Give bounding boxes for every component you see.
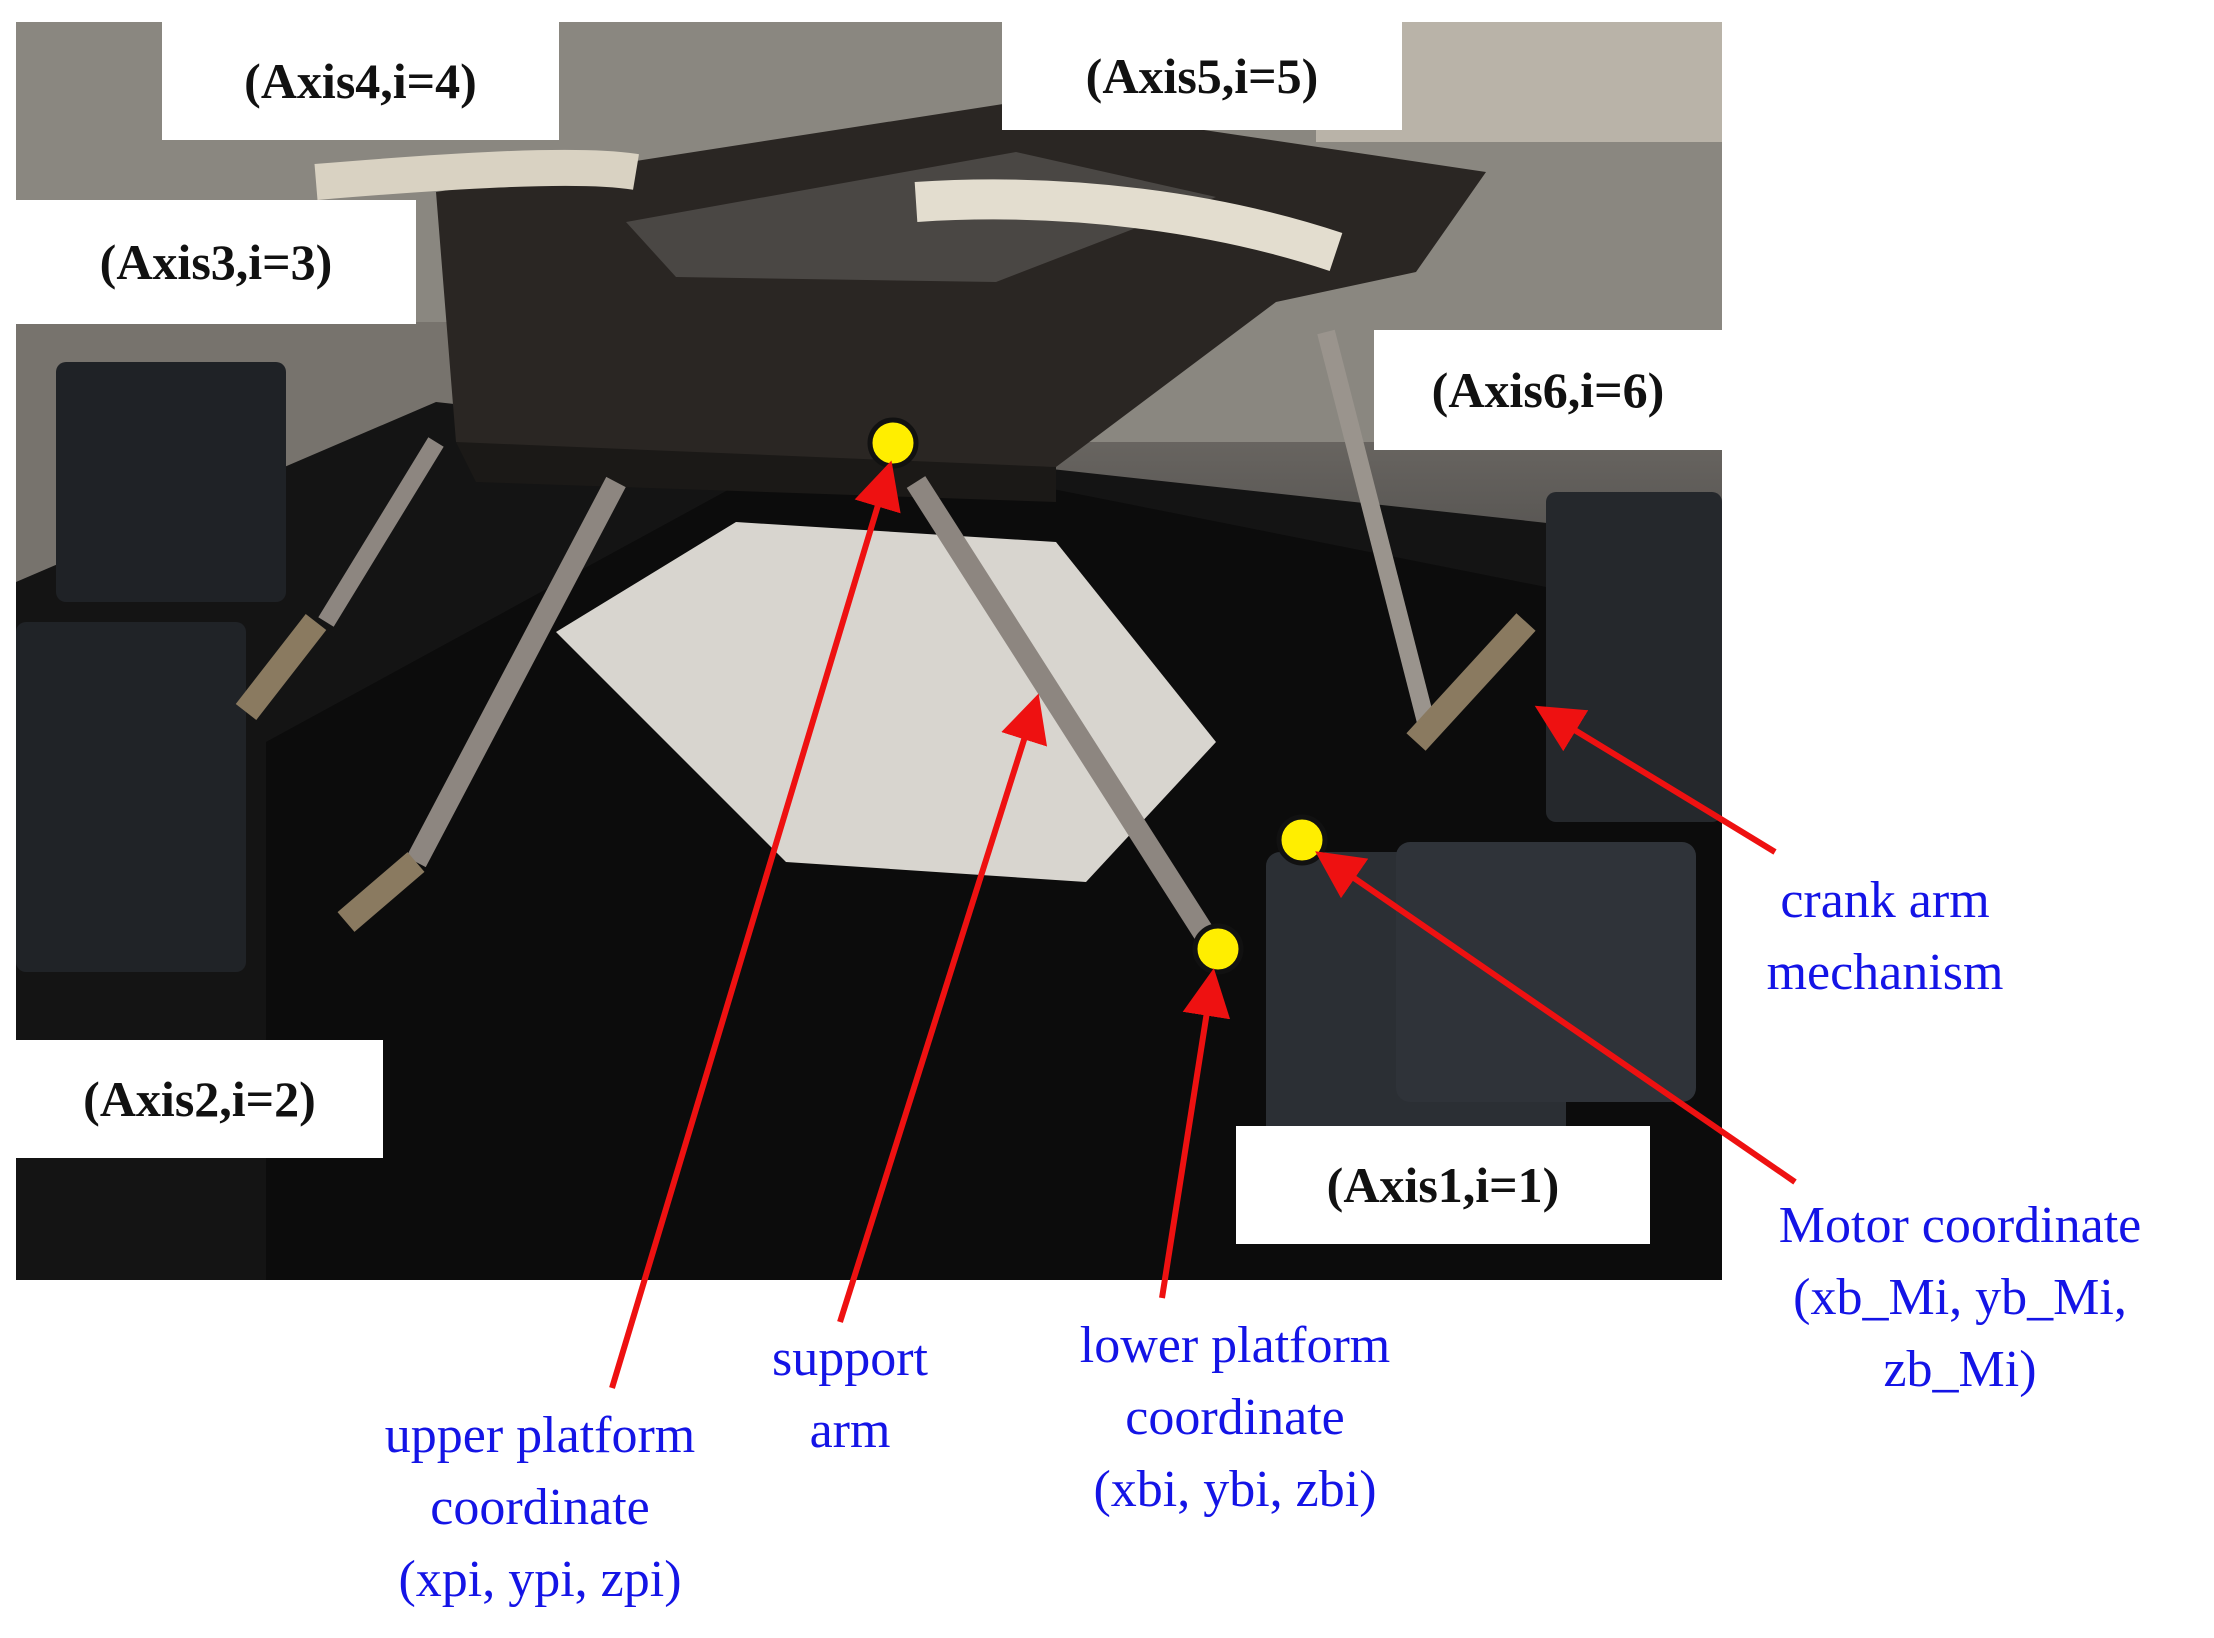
motor-annotation: Motor coordinate (xb_Mi, yb_Mi, zb_Mi) [1710,1190,2210,1406]
motor-line3: zb_Mi) [1883,1341,2037,1398]
upper-platform-annotation: upper platform coordinate (xpi, ypi, zpi… [310,1400,770,1616]
platform-photo [16,22,1722,1280]
support-arm-annotation: support arm [725,1323,975,1467]
support-arm-line2: arm [809,1402,891,1459]
axis6-label: (Axis6,i=6) [1374,330,1722,450]
lower-platform-line3: (xbi, ybi, zbi) [1093,1461,1377,1518]
motor-arrow [1315,851,1797,1185]
support-arm-arrow [837,693,1048,1323]
support-arm-line1: support [772,1330,928,1387]
upper-platform-line3: (xpi, ypi, zpi) [398,1551,682,1608]
axis2-label: (Axis2,i=2) [16,1040,383,1158]
upper-platform-line2: coordinate [430,1479,650,1536]
upper-platform-arrow [609,460,901,1389]
axis5-label: (Axis5,i=5) [1002,22,1402,130]
motor-marker [1276,814,1328,866]
crank-arm-line2: mechanism [1766,944,2004,1001]
motor-line2: (xb_Mi, yb_Mi, [1793,1269,2127,1326]
platform-photo-drawing [16,22,1722,1280]
lower-platform-marker [1192,923,1244,975]
axis1-label: (Axis1,i=1) [1236,1126,1650,1244]
lower-platform-line2: coordinate [1125,1389,1345,1446]
lower-platform-line1: lower platform [1079,1317,1391,1374]
lower-platform-arrow [1159,968,1231,1299]
crank-arm-arrow [1534,705,1777,855]
lower-platform-annotation: lower platform coordinate (xbi, ybi, zbi… [1015,1310,1455,1526]
crank-arm-annotation: crank arm mechanism [1700,865,2070,1009]
upper-platform-marker [867,417,919,469]
upper-platform-line1: upper platform [384,1407,696,1464]
motor-line1: Motor coordinate [1778,1197,2142,1254]
crank-arm-line1: crank arm [1780,872,1990,929]
axis3-label: (Axis3,i=3) [16,200,416,324]
axis4-label: (Axis4,i=4) [162,22,559,140]
